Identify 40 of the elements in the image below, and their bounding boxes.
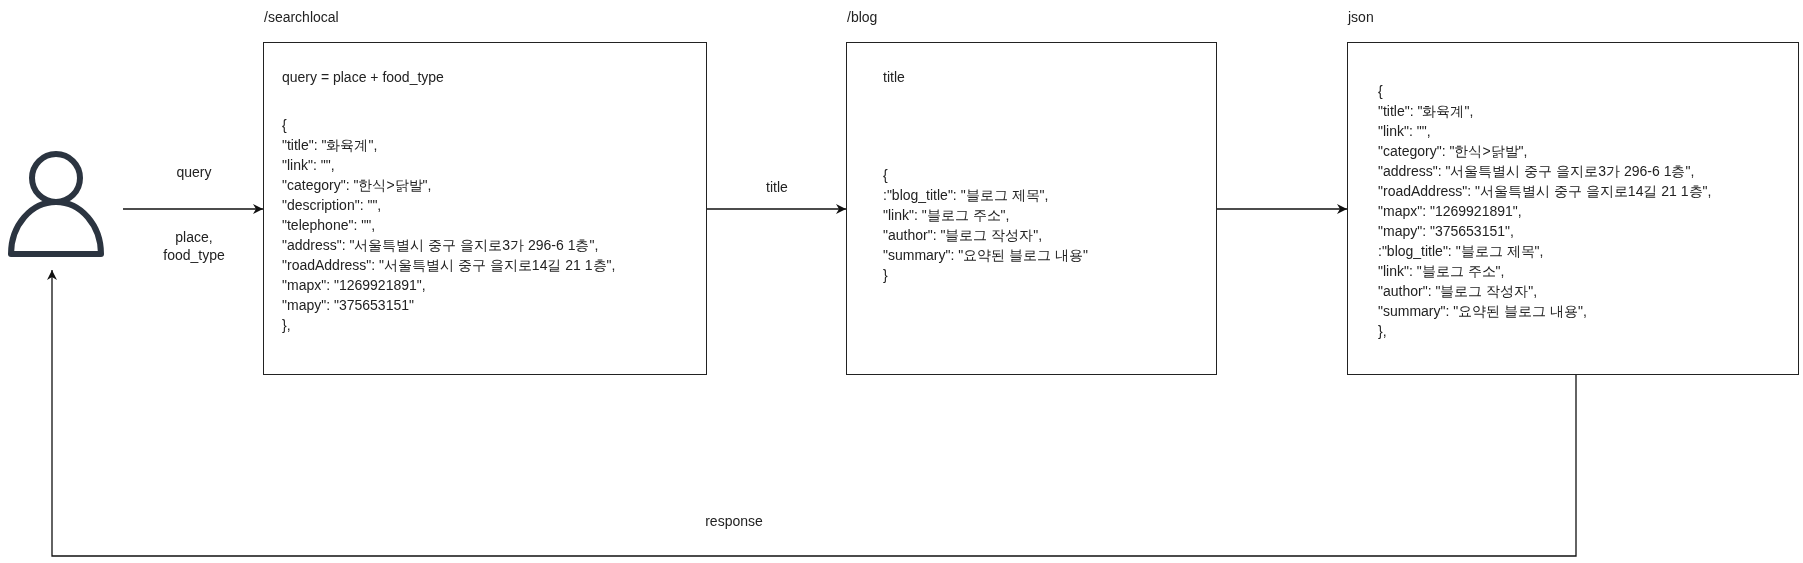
- code-line: "link": "블로그 주소",: [883, 206, 1010, 225]
- code-line: "link": "",: [282, 156, 335, 175]
- code-line: "mapx": "1269921891",: [1378, 202, 1522, 221]
- code-line: "address": "서울특별시 중구 을지로3가 296-6 1층",: [282, 236, 599, 255]
- code-line: "mapy": "375653151": [282, 296, 414, 315]
- box-heading: json: [1348, 9, 1374, 25]
- code-line: "link": "블로그 주소",: [1378, 262, 1505, 281]
- code-line: },: [1378, 322, 1387, 341]
- code-line: "telephone": "",: [282, 216, 376, 235]
- arrow: [47, 269, 1577, 557]
- arrow: [122, 204, 264, 214]
- code-line: {: [282, 116, 287, 135]
- code-line: "roadAddress": "서울특별시 중구 을지로14길 21 1층",: [1378, 182, 1712, 201]
- code-line: "author": "블로그 작성자",: [1378, 282, 1538, 301]
- code-line: "category": "한식>닭발",: [1378, 142, 1528, 161]
- code-line: "author": "블로그 작성자",: [883, 226, 1043, 245]
- code-line: "title": "화육계",: [1378, 102, 1474, 121]
- code-line: "summary": "요약된 블로그 내용": [883, 246, 1088, 265]
- code-line: "description": "",: [282, 196, 382, 215]
- code-line: "mapx": "1269921891",: [282, 276, 426, 295]
- code-line: "link": "",: [1378, 122, 1431, 141]
- code-line: "title": "화육계",: [282, 136, 378, 155]
- arrow: [706, 204, 847, 214]
- box-subtitle: query = place + food_type: [282, 68, 444, 87]
- edge-note: place, food_type: [162, 228, 226, 264]
- code-line: "roadAddress": "서울특별시 중구 을지로14길 21 1층",: [282, 256, 616, 275]
- box-heading: /searchlocal: [264, 9, 339, 25]
- code-line: {: [1378, 82, 1383, 101]
- box-subtitle: title: [883, 68, 905, 87]
- code-line: "mapy": "375653151",: [1378, 222, 1514, 241]
- code-line: :"blog_title": "블로그 제목",: [883, 186, 1049, 205]
- code-line: "summary": "요약된 블로그 내용",: [1378, 302, 1587, 321]
- box-heading: /blog: [847, 9, 878, 25]
- code-line: }: [883, 266, 888, 285]
- code-line: },: [282, 316, 291, 335]
- code-line: "category": "한식>닭발",: [282, 176, 432, 195]
- arrow: [1216, 204, 1348, 214]
- code-line: :"blog_title": "블로그 제목",: [1378, 242, 1544, 261]
- code-line: {: [883, 166, 888, 185]
- code-line: "address": "서울특별시 중구 을지로3가 296-6 1층",: [1378, 162, 1695, 181]
